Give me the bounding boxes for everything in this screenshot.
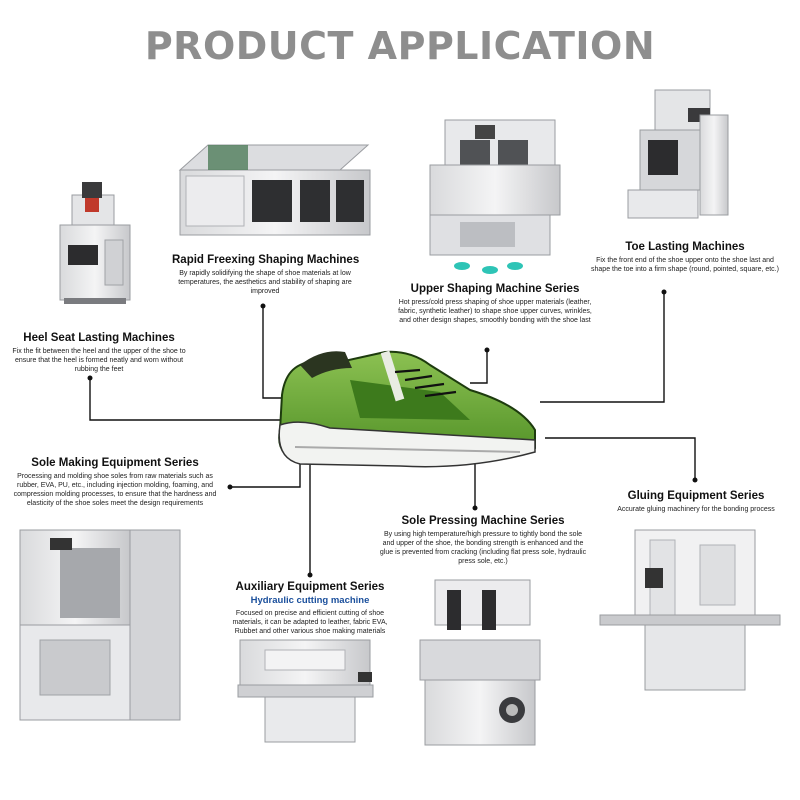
auxiliary-caption: Auxiliary Equipment Series Hydraulic cut… [222,581,398,636]
sole-making-caption: Sole Making Equipment Series Processing … [8,457,222,508]
connector-heel [89,378,305,421]
toe-lasting-desc: Fix the front end of the shoe upper onto… [591,257,779,273]
toe-lasting-caption: Toe Lasting Machines Fix the front end o… [590,241,780,274]
sole-pressing-caption: Sole Pressing Machine Series By using hi… [378,515,588,566]
sole-making-title: Sole Making Equipment Series [31,457,199,469]
upper-shaping-title: Upper Shaping Machine Series [410,283,580,295]
connector-sole-making [230,460,301,488]
upper-shaping-machine-image [429,119,561,274]
upper-shaping-desc: Hot press/cold press shaping of shoe upp… [398,299,592,324]
sole-pressing-title: Sole Pressing Machine Series [401,515,565,527]
dot-aux [307,572,313,578]
gluing-desc: Accurate gluing machinery for the bondin… [617,506,775,513]
heel-seat-lasting-caption: Heel Seat Lasting Machines Fix the fit b… [8,332,190,374]
connector-dots [87,289,698,578]
gluing-equipment-image [599,529,781,691]
hydraulic-cutting-machine-image [237,639,374,743]
dot-toe [661,289,667,295]
auxiliary-subtitle: Hydraulic cutting machine [250,595,370,606]
sole-making-equipment-image [19,529,181,721]
sole-making-desc: Processing and molding shoe soles from r… [13,473,217,507]
sneaker-illustration [278,350,536,468]
page-title: PRODUCT APPLICATION [144,24,656,68]
toe-lasting-title: Toe Lasting Machines [625,241,745,253]
gluing-caption: Gluing Equipment Series Accurate gluing … [598,490,794,514]
dot-heel [87,375,93,381]
auxiliary-title: Auxiliary Equipment Series [235,581,385,593]
dot-sole-press [472,505,478,511]
dot-sole-making [227,484,233,490]
heel-seat-lasting-desc: Fix the fit between the heel and the upp… [12,348,186,373]
auxiliary-desc: Focused on precise and efficient cutting… [232,610,388,635]
rapid-freezing-machine-image [178,144,371,236]
dot-freeze [260,303,266,309]
connector-upper [470,350,488,384]
upper-shaping-caption: Upper Shaping Machine Series Hot press/c… [398,283,592,325]
connector-toe [540,292,665,403]
sole-pressing-desc: By using high temperature/high pressure … [379,531,587,565]
connector-gluing [545,437,696,480]
heel-seat-lasting-machine-image [59,182,131,304]
toe-lasting-machine-image [627,89,729,219]
rapid-freezing-title: Rapid Freexing Shaping Machines [172,254,360,266]
dot-gluing [692,477,698,483]
dot-upper [484,347,490,353]
sole-pressing-machine-image [419,579,541,746]
heel-seat-lasting-title: Heel Seat Lasting Machines [23,332,175,344]
rapid-freezing-caption: Rapid Freexing Shaping Machines By rapid… [172,254,360,296]
gluing-title: Gluing Equipment Series [627,490,765,502]
connector-lines [89,292,696,575]
rapid-freezing-desc: By rapidly solidifying the shape of shoe… [178,270,352,295]
